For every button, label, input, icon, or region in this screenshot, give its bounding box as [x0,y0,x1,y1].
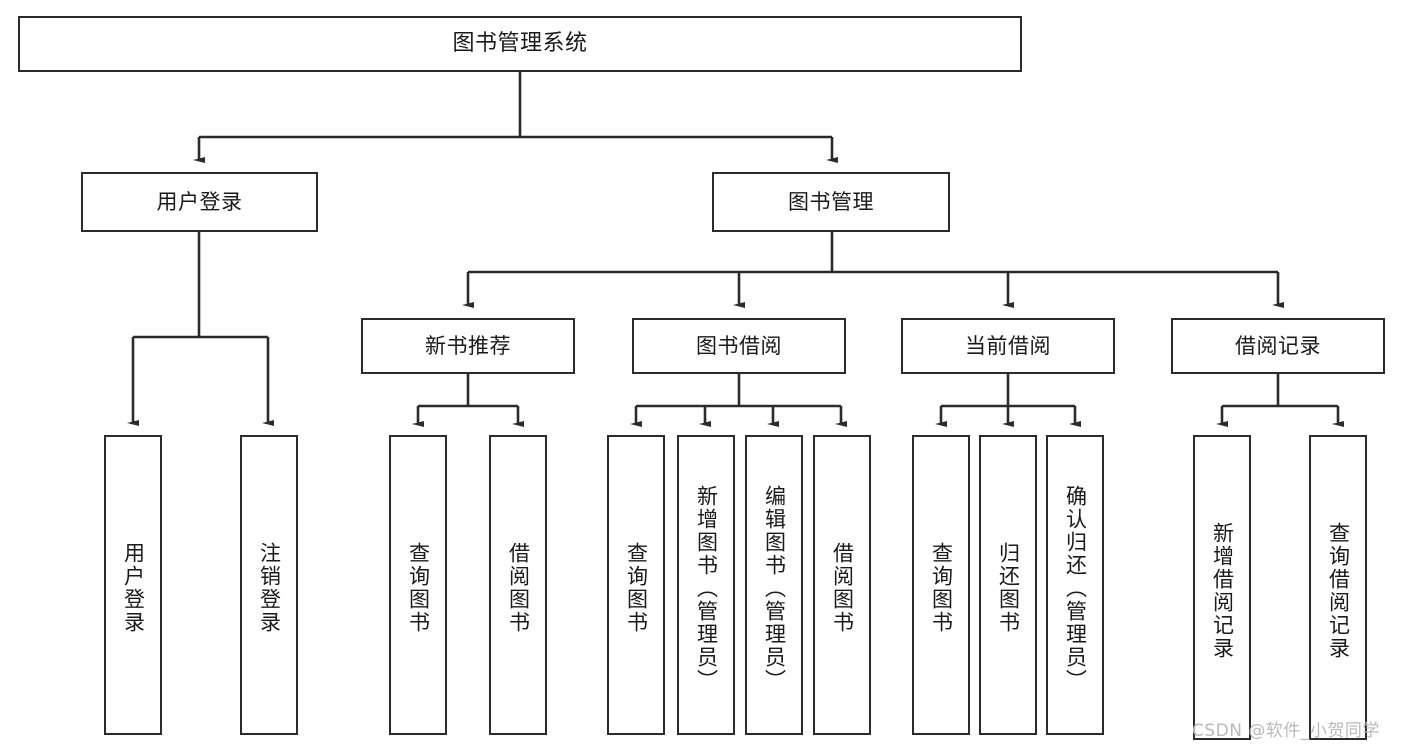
node-leaf-query-book-current[interactable]: 查询图书 [912,435,970,735]
node-user-login[interactable]: 用户登录 [81,172,318,232]
node-book-borrow[interactable]: 图书借阅 [632,318,846,374]
node-label: 用户登录 [156,189,243,214]
node-label: 图书管理 [788,189,874,214]
node-leaf-logout-login[interactable]: 注销登录 [240,435,298,735]
node-label: 用户登录 [121,542,146,634]
node-label: 归还图书 [996,542,1021,634]
node-leaf-return-book[interactable]: 归还图书 [979,435,1037,735]
node-label: 图书借阅 [696,333,782,358]
node-label: 新书推荐 [425,333,511,358]
node-leaf-query-borrow-record[interactable]: 查询借阅记录 [1309,435,1367,740]
node-leaf-add-book-admin[interactable]: 新增图书（管理员） [677,435,735,735]
node-leaf-query-book-recommend[interactable]: 查询图书 [389,435,447,735]
node-leaf-user-login[interactable]: 用户登录 [104,435,162,735]
node-root-book-management-system[interactable]: 图书管理系统 [18,16,1022,72]
node-label: 编辑图书（管理员） [762,484,787,692]
node-book-management[interactable]: 图书管理 [712,172,950,232]
node-leaf-edit-book-admin[interactable]: 编辑图书（管理员） [745,435,803,735]
node-leaf-query-book-borrow[interactable]: 查询图书 [607,435,665,735]
node-label: 确认归还（管理员） [1063,484,1088,692]
node-label: 借阅图书 [830,542,855,634]
node-label: 图书管理系统 [452,31,588,57]
node-leaf-add-borrow-record[interactable]: 新增借阅记录 [1193,435,1251,740]
node-label: 新增图书（管理员） [694,484,719,692]
node-label: 新增借阅记录 [1210,521,1235,660]
node-label: 借阅图书 [506,542,531,634]
node-leaf-borrow-book-recommend[interactable]: 借阅图书 [489,435,547,735]
node-current-borrow[interactable]: 当前借阅 [901,318,1115,374]
node-label: 借阅记录 [1235,333,1321,358]
node-label: 查询图书 [929,542,954,634]
node-label: 当前借阅 [965,333,1051,358]
node-label: 注销登录 [257,542,282,634]
node-new-book-recommend[interactable]: 新书推荐 [361,318,575,374]
node-label: 查询图书 [624,542,649,634]
node-leaf-confirm-return-admin[interactable]: 确认归还（管理员） [1046,435,1104,735]
node-borrow-record[interactable]: 借阅记录 [1171,318,1385,374]
csdn-watermark: CSDN @软件_小贺同学 [1192,721,1380,741]
node-leaf-borrow-book-2[interactable]: 借阅图书 [813,435,871,735]
node-label: 查询借阅记录 [1326,521,1351,660]
node-label: 查询图书 [406,542,431,634]
